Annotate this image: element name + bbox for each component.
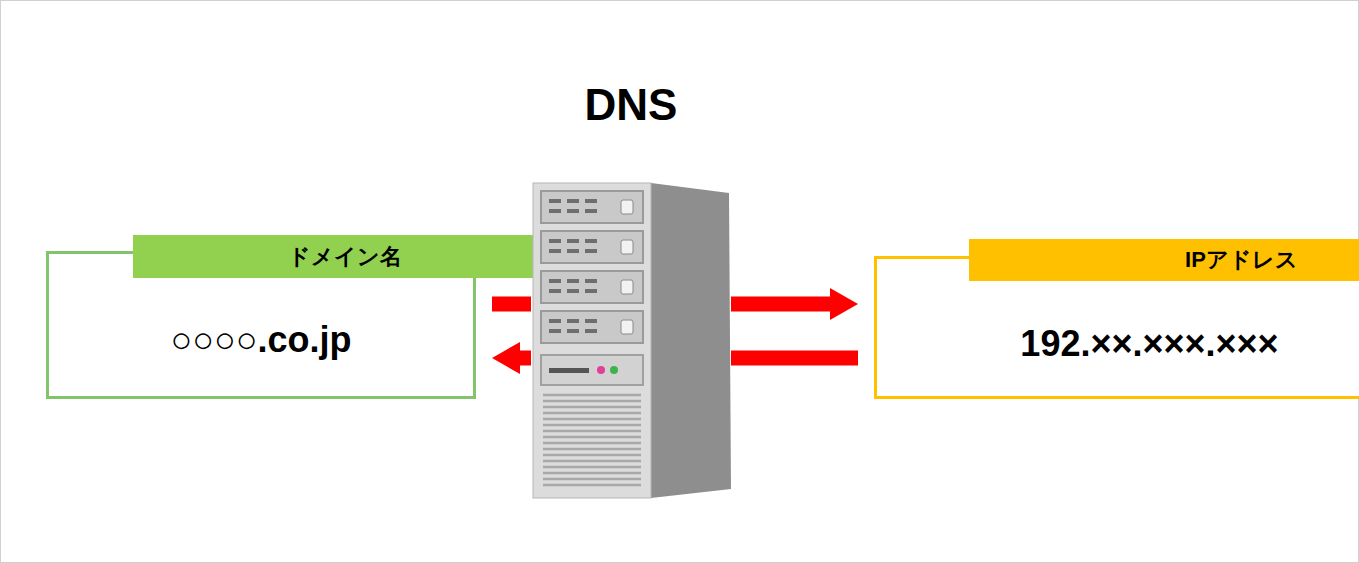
box-tab: IPアドレス — [969, 239, 1359, 281]
vent-slit — [543, 400, 641, 403]
vent-slit — [543, 394, 641, 397]
server-side — [651, 183, 731, 498]
box-tab: ドメイン名 — [133, 235, 557, 278]
vent-slit — [543, 478, 641, 481]
server-title: DNS — [531, 76, 731, 134]
server-front — [533, 183, 651, 498]
vent-slit — [543, 448, 641, 451]
label-box: IPアドレス192.××.×××.××× — [874, 256, 1359, 399]
bay-slot — [549, 199, 561, 203]
bay-latch — [621, 320, 633, 334]
bay-slot — [585, 199, 597, 203]
bay-slot — [585, 279, 597, 283]
bay-slot — [549, 249, 561, 253]
bay-slot — [567, 329, 579, 333]
red-arrow — [731, 288, 858, 320]
bay-slot — [567, 199, 579, 203]
status-light — [597, 366, 605, 374]
vent-slit — [543, 418, 641, 421]
bay-latch — [621, 240, 633, 254]
vent-slit — [543, 430, 641, 433]
drive-bay — [541, 271, 643, 303]
bay-slot — [585, 329, 597, 333]
bay-latch — [621, 200, 633, 214]
vent-slit — [543, 472, 641, 475]
bay-slot — [549, 329, 561, 333]
vent-slit — [543, 406, 641, 409]
bay-slot — [549, 239, 561, 243]
bay-latch — [621, 280, 633, 294]
box-value: 192.××.×××.××× — [877, 323, 1359, 365]
red-arrow — [492, 342, 531, 374]
bay-slot — [585, 319, 597, 323]
label-box: ドメイン名○○○○.co.jp — [46, 251, 476, 399]
vent-slit — [543, 454, 641, 457]
status-light — [610, 366, 618, 374]
vent-slit — [543, 412, 641, 415]
red-arrow — [492, 297, 531, 312]
vent-slit — [543, 466, 641, 469]
bay-slot — [549, 319, 561, 323]
drive-bay — [541, 311, 643, 343]
bay-slot — [585, 249, 597, 253]
bay-slot — [567, 289, 579, 293]
red-arrow — [731, 351, 858, 366]
drive-bay — [541, 191, 643, 223]
vent-slit — [543, 460, 641, 463]
panel-slot — [549, 368, 589, 373]
vent-slit — [543, 442, 641, 445]
vent-slit — [543, 436, 641, 439]
bay-slot — [549, 289, 561, 293]
bay-slot — [567, 249, 579, 253]
bay-slot — [549, 279, 561, 283]
bay-slot — [585, 239, 597, 243]
drive-bay — [541, 231, 643, 263]
bay-slot — [567, 319, 579, 323]
bay-slot — [567, 209, 579, 213]
box-value: ○○○○.co.jp — [49, 319, 473, 361]
bay-slot — [585, 289, 597, 293]
server-node: DNS — [531, 76, 731, 501]
vent-slit — [543, 424, 641, 427]
vent-slit — [543, 484, 641, 487]
bay-slot — [585, 209, 597, 213]
server-illustration — [531, 76, 731, 501]
control-panel — [541, 355, 643, 385]
bay-slot — [567, 239, 579, 243]
bay-slot — [549, 209, 561, 213]
bay-slot — [567, 279, 579, 283]
